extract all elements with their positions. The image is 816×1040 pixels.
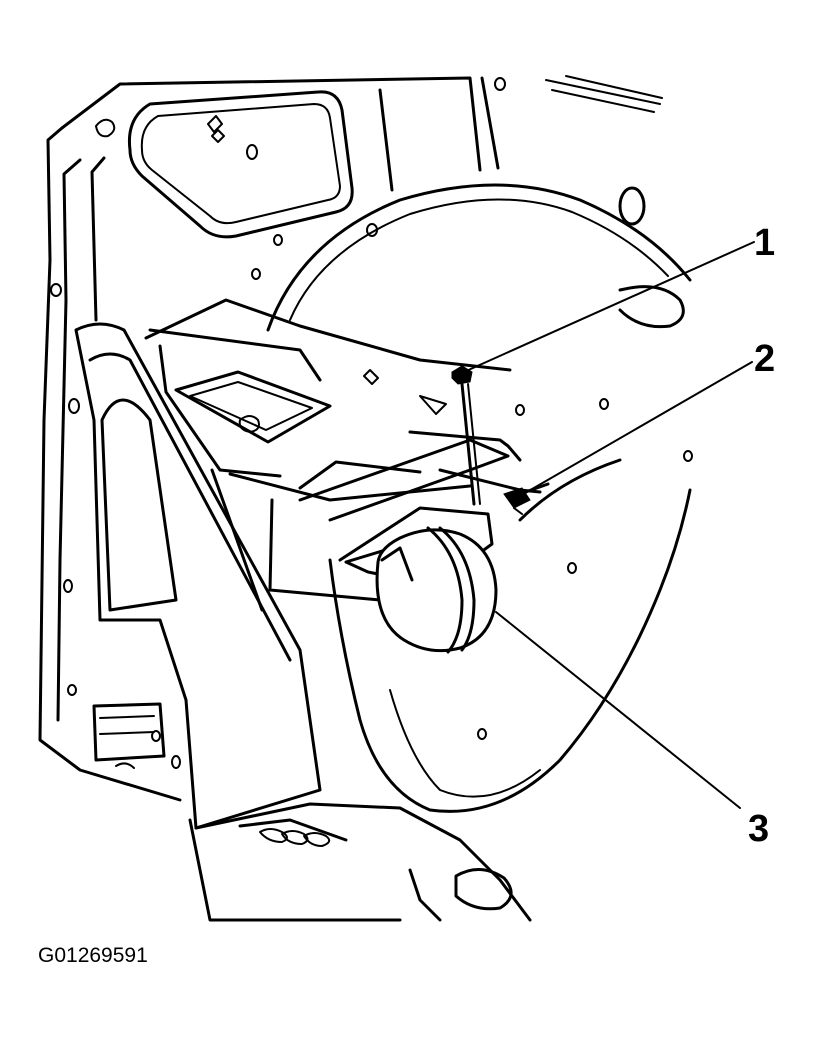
- leader-line-1: [463, 241, 755, 373]
- callout-number-3: 3: [748, 808, 770, 850]
- a-pillar: [38, 126, 322, 830]
- upper-body-panel: [60, 75, 663, 280]
- callout-number-1: 1: [754, 222, 776, 264]
- lower-floor: [188, 458, 692, 922]
- leader-lines: [463, 241, 755, 809]
- figure-code: G01269591: [38, 944, 148, 967]
- wheelhouse: [266, 183, 692, 332]
- callout-number-2: 2: [754, 338, 776, 380]
- leader-line-3: [495, 611, 741, 809]
- inner-shelf-panel: [144, 298, 693, 740]
- horn: [375, 526, 498, 654]
- leader-line-2: [519, 361, 753, 497]
